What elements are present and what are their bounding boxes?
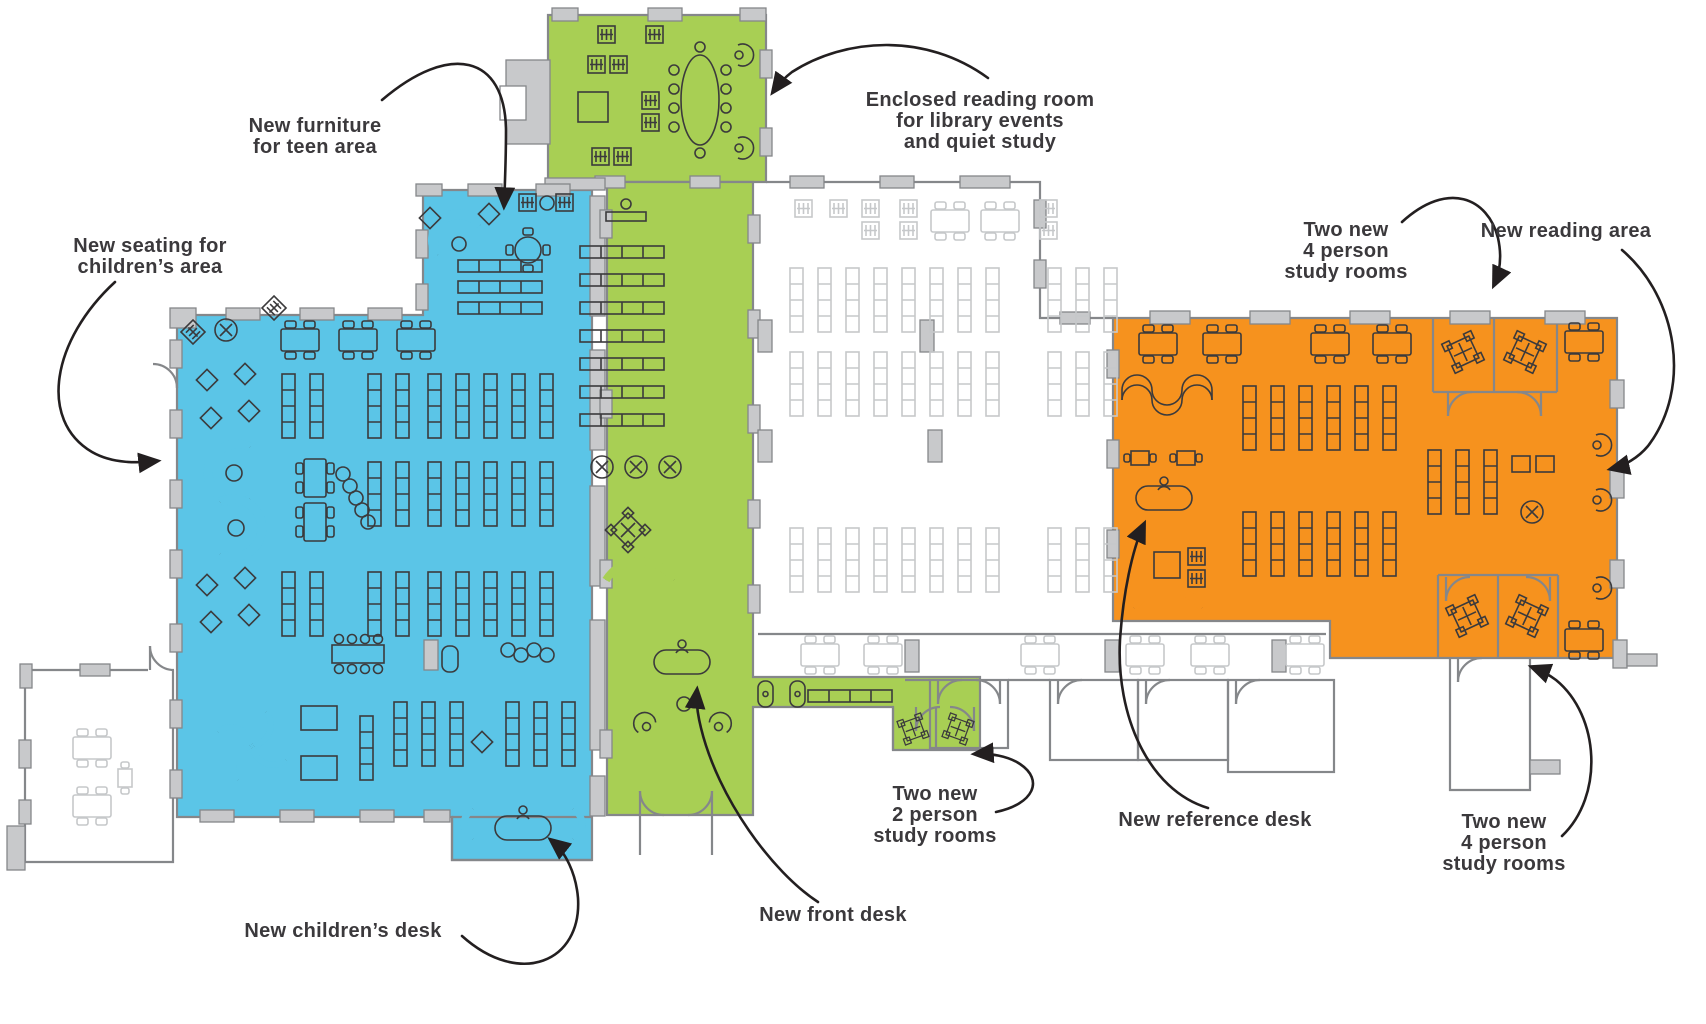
label-line: for teen area <box>253 136 377 158</box>
wall-pillars <box>6 7 1658 871</box>
label-line: New furniture <box>248 115 382 137</box>
label-front-desk: New front desk <box>759 905 907 926</box>
green-zone-furniture <box>577 25 983 754</box>
label-study-rooms-top: Two new 4 person study rooms <box>1284 220 1407 283</box>
label-reference-desk: New reference desk <box>1118 810 1311 831</box>
arrow-front-desk <box>684 685 820 904</box>
label-line: New front desk <box>759 904 907 926</box>
label-study-rooms-2person: Two new 2 person study rooms <box>873 784 996 847</box>
label-line: study rooms <box>873 825 997 847</box>
zone-green-corridor <box>605 180 982 817</box>
arrow-childrens-desk <box>460 837 580 965</box>
label-line: children’s area <box>77 256 223 278</box>
label-line: New reference desk <box>1118 809 1312 831</box>
arrow-reference-desk <box>1118 519 1210 810</box>
label-line: study rooms <box>1284 261 1408 283</box>
zone-reading-room <box>546 13 768 184</box>
label-line: and quiet study <box>903 131 1057 153</box>
wall-lines <box>23 180 1560 864</box>
label-line: Two new <box>1303 219 1389 241</box>
label-line: for library events <box>896 110 1064 132</box>
label-line: study rooms <box>1442 853 1566 875</box>
label-childrens-desk: New children’s desk <box>244 921 441 942</box>
annotation-arrows <box>57 43 1676 965</box>
label-study-rooms-bottom: Two new 4 person study rooms <box>1442 812 1565 875</box>
label-line: Two new <box>1461 811 1547 833</box>
label-line: Enclosed reading room <box>865 89 1095 111</box>
arrow-reading-area <box>1606 248 1676 475</box>
arrow-study-rooms-bottom <box>1527 663 1593 838</box>
orange-zone-furniture <box>1121 322 1613 660</box>
label-line: Two new <box>892 783 978 805</box>
label-reading-area: New reading area <box>1481 221 1651 242</box>
arrow-study-rooms-2person <box>970 742 1035 814</box>
zone-children-teen <box>175 188 594 862</box>
label-line: 2 person <box>892 804 978 826</box>
arrow-reading-room <box>770 43 990 96</box>
label-line: New reading area <box>1480 220 1652 242</box>
label-line: 4 person <box>1461 832 1547 854</box>
label-children-seating: New seating for children’s area <box>73 236 226 278</box>
arrow-study-rooms-top <box>1400 196 1512 290</box>
label-line: 4 person <box>1303 240 1389 262</box>
label-reading-room: Enclosed reading room for library events… <box>866 90 1095 153</box>
arrow-teen-furniture <box>380 62 516 211</box>
zone-adult-orange <box>1111 316 1619 660</box>
children-teen-furniture <box>180 193 582 840</box>
arrow-children-seating <box>57 280 162 474</box>
label-teen-furniture: New furniture for teen area <box>249 116 382 158</box>
label-line: New children’s desk <box>244 920 442 942</box>
label-line: New seating for <box>73 235 227 257</box>
